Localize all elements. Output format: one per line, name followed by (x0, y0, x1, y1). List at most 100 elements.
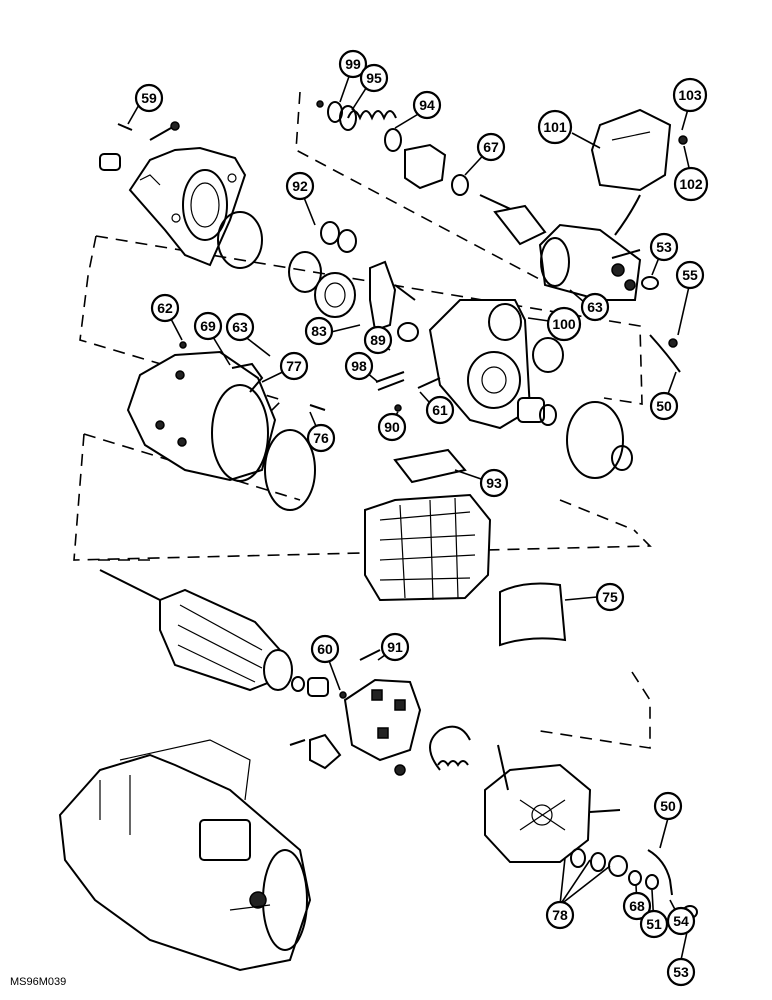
housing-bolts (117, 121, 180, 141)
pole-shoe-band (499, 582, 567, 647)
svg-text:94: 94 (419, 97, 435, 113)
end-frame-stud (589, 809, 621, 813)
field-coil-assembly (364, 493, 492, 602)
pin-clip (394, 404, 402, 412)
plunger-spring-group (316, 100, 547, 246)
inspection-cover (393, 448, 467, 484)
brush-spring (359, 649, 381, 661)
callout-78: 78 (545, 900, 575, 930)
callout-103: 103 (672, 77, 708, 113)
shift-lever (369, 260, 416, 332)
drive-end-housing (128, 146, 247, 267)
cover-screw (678, 135, 688, 145)
callout-55: 55 (675, 260, 705, 290)
ring-clip (394, 764, 406, 776)
svg-text:61: 61 (432, 402, 448, 418)
callout-93: 93 (479, 468, 509, 498)
field-frame-o-ring (264, 429, 316, 511)
callout-69: 69 (193, 311, 223, 341)
callout-61: 61 (425, 395, 455, 425)
svg-text:68: 68 (629, 898, 645, 914)
callout-98: 98 (344, 351, 374, 381)
housing-bolt (417, 377, 441, 389)
brush-holder (309, 678, 422, 770)
svg-text:83: 83 (311, 323, 327, 339)
callout-102: 102 (673, 166, 709, 202)
lever-pivot-pin (375, 371, 405, 391)
svg-text:55: 55 (682, 267, 698, 283)
brush-spring-coil (437, 760, 469, 767)
svg-text:51: 51 (646, 916, 662, 932)
brush-screw (339, 691, 347, 699)
callout-101: 101 (537, 109, 573, 145)
svg-text:89: 89 (370, 332, 386, 348)
svg-text:77: 77 (286, 358, 302, 374)
callout-95: 95 (359, 63, 389, 93)
housing-seal (532, 337, 564, 373)
callout-59: 59 (134, 83, 164, 113)
armature-washer (291, 676, 305, 692)
armature-bushing (307, 677, 329, 697)
callout-92: 92 (285, 171, 315, 201)
callout-83: 83 (304, 316, 334, 346)
solenoid-nut (641, 276, 659, 290)
svg-text:92: 92 (292, 178, 308, 194)
svg-text:90: 90 (384, 419, 400, 435)
terminal-cable (647, 849, 673, 896)
callout-94: 94 (412, 90, 442, 120)
callout-100: 100 (546, 306, 582, 342)
commutator-end-frame (484, 763, 592, 863)
leader-lines (127, 67, 691, 961)
svg-text:50: 50 (660, 798, 676, 814)
svg-text:54: 54 (673, 913, 689, 929)
svg-text:101: 101 (543, 119, 567, 135)
callout-75: 75 (595, 582, 625, 612)
solenoid-assembly (538, 223, 642, 301)
callout-50-bottom: 50 (653, 791, 683, 821)
through-bolt (497, 744, 509, 791)
callout-53-bottom: 53 (666, 957, 696, 987)
svg-text:60: 60 (317, 641, 333, 657)
svg-text:100: 100 (552, 316, 576, 332)
svg-text:103: 103 (678, 87, 702, 103)
solenoid-cover (590, 108, 672, 236)
center-housing (428, 299, 532, 430)
field-frame-pin (309, 404, 326, 411)
armature (99, 569, 293, 692)
svg-text:62: 62 (157, 300, 173, 316)
small-screw (289, 739, 306, 746)
assembled-starter-view (58, 739, 312, 972)
svg-text:63: 63 (232, 319, 248, 335)
lever-washer (397, 322, 419, 342)
callout-99: 99 (338, 49, 368, 79)
svg-text:76: 76 (313, 430, 329, 446)
dashed-group-outlines (73, 91, 652, 749)
sleeve-bushing (517, 397, 545, 423)
callout-68: 68 (622, 891, 652, 921)
callout-51: 51 (639, 909, 669, 939)
callout-89: 89 (363, 325, 393, 355)
svg-text:95: 95 (366, 70, 382, 86)
terminal-strap (179, 341, 264, 393)
callout-90: 90 (377, 412, 407, 442)
retaining-ring (429, 725, 471, 771)
svg-text:78: 78 (552, 907, 568, 923)
callout-77: 77 (279, 351, 309, 381)
figure-id: MS96M039 (10, 976, 66, 988)
svg-text:91: 91 (387, 639, 403, 655)
bushing-washer (539, 404, 557, 426)
svg-text:75: 75 (602, 589, 618, 605)
field-frame (126, 350, 277, 482)
callout-62: 62 (150, 293, 180, 323)
svg-text:50: 50 (656, 398, 672, 414)
callout-91: 91 (380, 632, 410, 662)
callout-53-top: 53 (649, 232, 679, 262)
svg-text:98: 98 (351, 358, 367, 374)
housing-o-ring (217, 211, 263, 269)
svg-text:59: 59 (141, 90, 157, 106)
callout-50-top: 50 (649, 391, 679, 421)
callout-67: 67 (476, 132, 506, 162)
svg-text:99: 99 (345, 56, 361, 72)
bushing-small (99, 153, 121, 171)
